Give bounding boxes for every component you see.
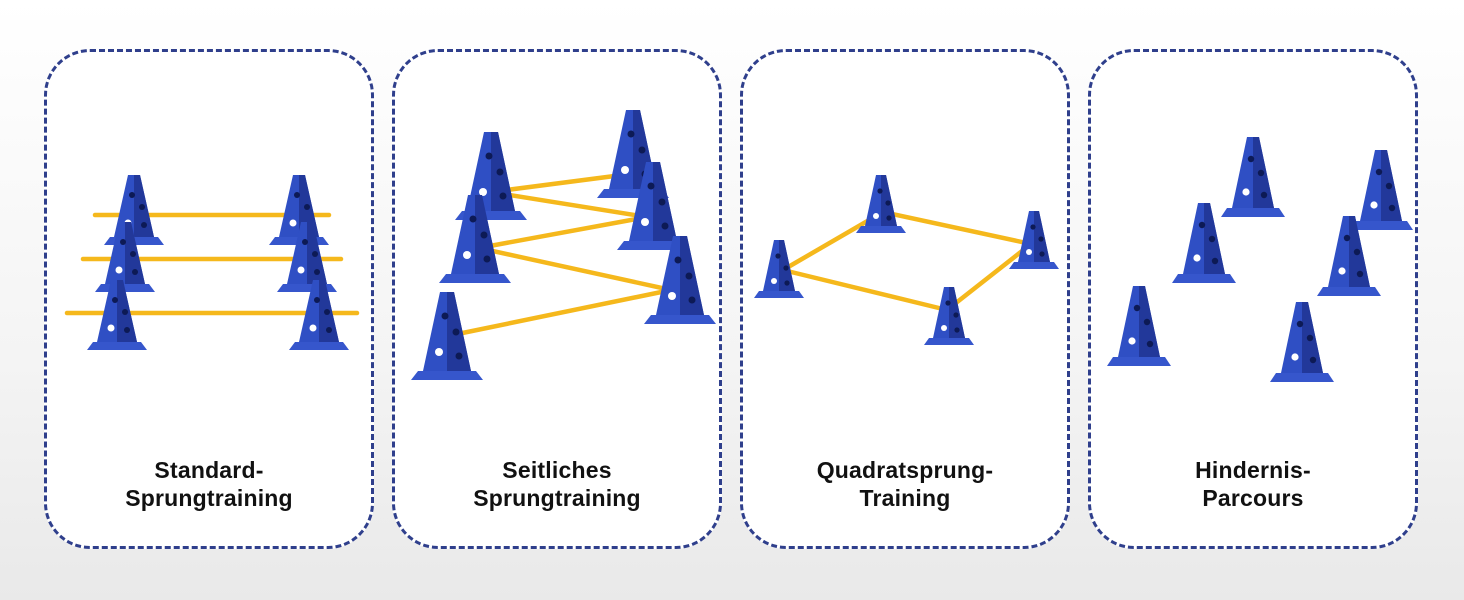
exercise-card-obstacle: Hindernis- Parcours: [1088, 49, 1418, 549]
title-line-2: Parcours: [1202, 485, 1304, 511]
standard-jump-illustration: [64, 175, 360, 350]
card-title: Standard- Sprungtraining: [47, 456, 371, 512]
title-line-1: Quadratsprung-: [816, 457, 994, 483]
title-line-1: Standard-: [154, 457, 264, 483]
exercise-card-lateral: Seitliches Sprungtraining: [392, 49, 722, 549]
card-title: Hindernis- Parcours: [1091, 456, 1415, 512]
title-line-2: Sprungtraining: [125, 485, 293, 511]
exercise-card-standard: Standard- Sprungtraining: [44, 49, 374, 549]
exercise-card-square: Quadratsprung- Training: [740, 49, 1070, 549]
title-line-1: Hindernis-: [1195, 457, 1311, 483]
title-line-2: Training: [859, 485, 951, 511]
square-jump-illustration: [754, 175, 1059, 345]
card-title: Quadratsprung- Training: [743, 456, 1067, 512]
title-line-1: Seitliches: [502, 457, 612, 483]
title-line-2: Sprungtraining: [473, 485, 641, 511]
card-title: Seitliches Sprungtraining: [395, 456, 719, 512]
lateral-jump-illustration: [411, 110, 716, 380]
